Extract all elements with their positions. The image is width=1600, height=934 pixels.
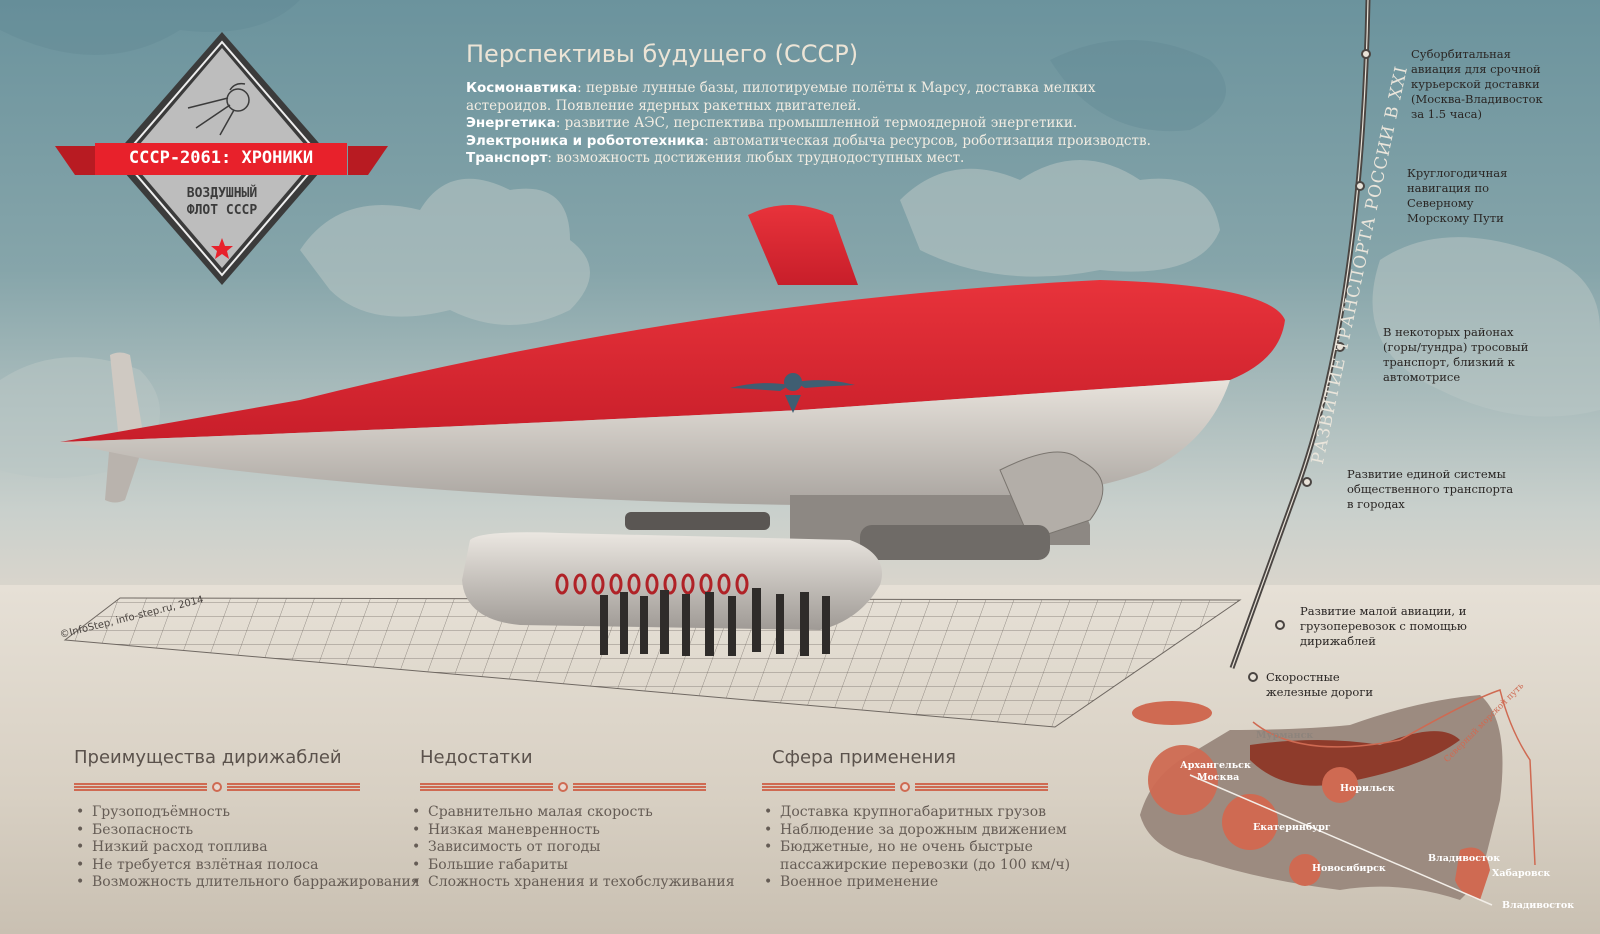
- list-item: Грузоподъёмность: [74, 804, 420, 822]
- list-item: Доставка крупногабаритных грузов: [762, 804, 1072, 822]
- intro-item: Космонавтика: первые лунные базы, пилоти…: [466, 80, 1096, 114]
- timeline-item: В некоторых районах (горы/тундра) тросов…: [1383, 325, 1529, 384]
- timeline-item: Суборбитальная авиация для срочной курье…: [1411, 47, 1543, 121]
- city-label: Владивосток: [1428, 853, 1501, 864]
- list-item: Наблюдение за дорожным движением: [762, 822, 1072, 840]
- logo-subtitle-1: ВОЗДУШНЫЙ: [186, 186, 258, 201]
- city-label: Екатеринбург: [1253, 822, 1331, 833]
- timeline-item: Скоростные железные дороги: [1266, 670, 1374, 699]
- soviet-aviation-emblem: [730, 373, 855, 413]
- logo-badge: [55, 32, 388, 285]
- page-title: Перспективы будущего (СССР): [466, 40, 859, 68]
- city-label: Хабаровск: [1492, 868, 1551, 879]
- sputnik-icon: [187, 82, 250, 136]
- intro-item: Электроника и робототехника: автоматичес…: [466, 132, 1151, 149]
- city-label: Мурманск: [1256, 730, 1314, 741]
- list-item: Сравнительно малая скорость: [410, 804, 735, 822]
- section-title: Недостатки: [420, 747, 533, 768]
- section-disadvantages: Недостатки Сравнительно малая скоростьНи…: [412, 747, 735, 892]
- airship-icon: [1132, 701, 1212, 725]
- city-label: Владивосток: [1502, 900, 1575, 911]
- list-item: Большие габариты: [410, 857, 735, 875]
- star-icon: [211, 238, 233, 259]
- list-item: Низкий расход топлива: [74, 839, 420, 857]
- section-title: Преимущества дирижаблей: [74, 747, 342, 768]
- list-item: Возможность длительного барражирования: [74, 874, 420, 892]
- intro-text: Космонавтика: первые лунные базы, пилоти…: [466, 80, 1166, 168]
- section-title: Сфера применения: [772, 747, 956, 768]
- section-advantages: Преимущества дирижаблей Грузоподъёмность…: [74, 747, 420, 892]
- list-item: Безопасность: [74, 822, 420, 840]
- ornament-divider: [74, 782, 360, 792]
- list-item: Военное применение: [762, 874, 1072, 892]
- timeline-item: Развитие малой авиации, и грузоперевозок…: [1300, 604, 1467, 648]
- people: [600, 588, 830, 656]
- list-item: Бюджетные, но не очень быстрые пассажирс…: [762, 839, 1072, 874]
- timeline-item: Круглогодичная навигация по Северному Мо…: [1407, 166, 1508, 225]
- list-item: Зависимость от погоды: [410, 839, 735, 857]
- city-label: Норильск: [1340, 783, 1395, 794]
- intro-item: Транспорт: возможность достижения любых …: [466, 150, 965, 166]
- city-label: Архангельск: [1180, 760, 1251, 771]
- list-item: Сложность хранения и техобслуживания: [410, 874, 735, 892]
- list-item: Не требуется взлётная полоса: [74, 857, 420, 875]
- logo-title: СССР-2061: ХРОНИКИ: [128, 148, 314, 168]
- city-label: Москва: [1197, 772, 1240, 783]
- intro-item: Энергетика: развитие АЭС, перспектива пр…: [466, 115, 1078, 131]
- section-applications: Сфера применения Доставка крупногабаритн…: [762, 747, 1072, 892]
- ornament-divider: [762, 782, 1048, 792]
- ornament-divider: [420, 782, 706, 792]
- northern-sea-route: [1252, 689, 1536, 866]
- list-item: Низкая маневренность: [410, 822, 735, 840]
- logo-subtitle-2: ФЛОТ СССР: [186, 203, 258, 218]
- city-label: Новосибирск: [1312, 863, 1386, 874]
- timeline-item: Развитие единой системы общественного тр…: [1347, 467, 1514, 511]
